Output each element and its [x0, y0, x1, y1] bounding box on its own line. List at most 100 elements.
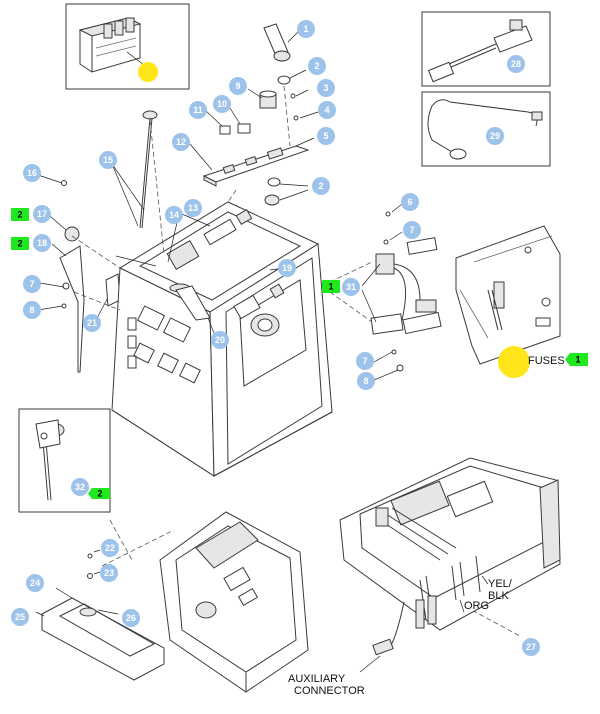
svg-text:27: 27 — [526, 642, 536, 652]
bottom-panel-25 — [35, 549, 165, 681]
callout-18: 18 — [33, 234, 51, 252]
svg-text:1: 1 — [575, 355, 580, 365]
callout-12: 12 — [172, 133, 190, 151]
callout-20: 20 — [211, 331, 229, 349]
svg-text:20: 20 — [215, 335, 225, 345]
svg-text:7: 7 — [29, 279, 34, 289]
svg-text:12: 12 — [176, 137, 186, 147]
svg-text:15: 15 — [103, 155, 113, 165]
blk-label: BLK — [488, 590, 509, 602]
knobs-2 — [264, 177, 309, 206]
svg-text:1: 1 — [303, 24, 308, 34]
svg-text:17: 17 — [37, 209, 47, 219]
fuses-highlight — [498, 346, 530, 378]
callout-24: 24 — [26, 574, 44, 592]
svg-text:8: 8 — [29, 305, 34, 315]
callout-7: 7 — [23, 275, 41, 293]
callout-23: 23 — [100, 564, 118, 582]
connector-label: CONNECTOR — [294, 685, 365, 697]
yel-label: YEL/ — [488, 578, 513, 590]
callout-25: 25 — [11, 608, 29, 626]
left-linkage-parts — [37, 174, 121, 373]
qty-badge-17: 2 — [11, 208, 29, 221]
svg-text:19: 19 — [282, 263, 292, 273]
callout-9: 9 — [229, 77, 247, 95]
qty-badge-fuses: 1 — [565, 353, 588, 366]
callout-22: 22 — [101, 539, 119, 557]
callout-8: 8 — [357, 372, 375, 390]
svg-text:4: 4 — [324, 105, 329, 115]
callout-13: 13 — [184, 199, 202, 217]
callout-28: 28 — [507, 55, 525, 73]
inset-lever-32 — [18, 408, 111, 513]
switch-plate-12 — [189, 137, 315, 187]
svg-text:9: 9 — [235, 81, 240, 91]
svg-text:7: 7 — [409, 225, 414, 235]
callout-3: 3 — [317, 79, 335, 97]
relay-harness-31 — [361, 203, 442, 381]
lower-console-frame — [159, 511, 309, 693]
callout-21: 21 — [83, 314, 101, 332]
svg-text:8: 8 — [363, 376, 368, 386]
svg-text:31: 31 — [346, 282, 356, 292]
small-switches — [204, 88, 319, 135]
svg-text:2: 2 — [17, 239, 22, 249]
svg-text:16: 16 — [27, 168, 37, 178]
callout-14: 14 — [165, 206, 183, 224]
callout-2: 2 — [312, 177, 330, 195]
svg-text:18: 18 — [37, 238, 47, 248]
svg-text:2: 2 — [318, 181, 323, 191]
svg-text:25: 25 — [15, 612, 25, 622]
fuses-label: FUSES — [528, 355, 565, 367]
svg-text:10: 10 — [217, 99, 227, 109]
highlight-marker — [138, 62, 158, 82]
callout-15: 15 — [99, 151, 117, 169]
callout-29: 29 — [486, 127, 504, 145]
svg-text:1: 1 — [328, 282, 333, 292]
fuse-panel-bracket — [455, 225, 561, 378]
svg-text:2: 2 — [97, 489, 102, 499]
svg-text:26: 26 — [126, 613, 136, 623]
callouts: 1234567891011121314151617181920212223242… — [11, 20, 540, 656]
svg-text:13: 13 — [188, 203, 198, 213]
qty-badge-18: 2 — [11, 237, 29, 250]
svg-text:22: 22 — [105, 543, 115, 553]
inset-cable-29 — [421, 91, 551, 167]
svg-text:7: 7 — [362, 356, 367, 366]
callout-27: 27 — [522, 638, 540, 656]
inset-relay-detail — [65, 3, 190, 90]
svg-text:29: 29 — [490, 131, 500, 141]
callout-4: 4 — [318, 101, 336, 119]
inset-harness-28 — [421, 11, 551, 87]
svg-text:32: 32 — [75, 482, 85, 492]
svg-text:5: 5 — [323, 131, 328, 141]
callout-1: 1 — [297, 20, 315, 38]
callout-31: 31 — [342, 278, 360, 296]
svg-text:6: 6 — [407, 197, 412, 207]
callout-8: 8 — [23, 301, 41, 319]
callout-10: 10 — [213, 95, 231, 113]
callout-19: 19 — [278, 259, 296, 277]
org-label: ORG — [464, 600, 489, 612]
svg-text:2: 2 — [314, 61, 319, 71]
callout-2: 2 — [308, 57, 326, 75]
qty-badge-32: 2 — [88, 488, 110, 499]
throttle-rod-15 — [111, 110, 158, 229]
qty-badge-31: 1 — [322, 280, 340, 293]
svg-text:24: 24 — [30, 578, 40, 588]
callout-5: 5 — [317, 127, 335, 145]
callout-16: 16 — [23, 164, 41, 182]
callout-7: 7 — [356, 352, 374, 370]
ignition-switch-part — [263, 23, 307, 85]
callout-7: 7 — [403, 221, 421, 239]
svg-text:21: 21 — [87, 318, 97, 328]
svg-text:14: 14 — [169, 210, 179, 220]
callout-17: 17 — [33, 205, 51, 223]
lower-right-assembly — [339, 457, 561, 673]
svg-text:28: 28 — [511, 59, 521, 69]
callout-26: 26 — [122, 609, 140, 627]
svg-text:11: 11 — [193, 105, 203, 115]
svg-text:23: 23 — [104, 568, 114, 578]
auxiliary-label: AUXILIARY — [288, 673, 346, 685]
